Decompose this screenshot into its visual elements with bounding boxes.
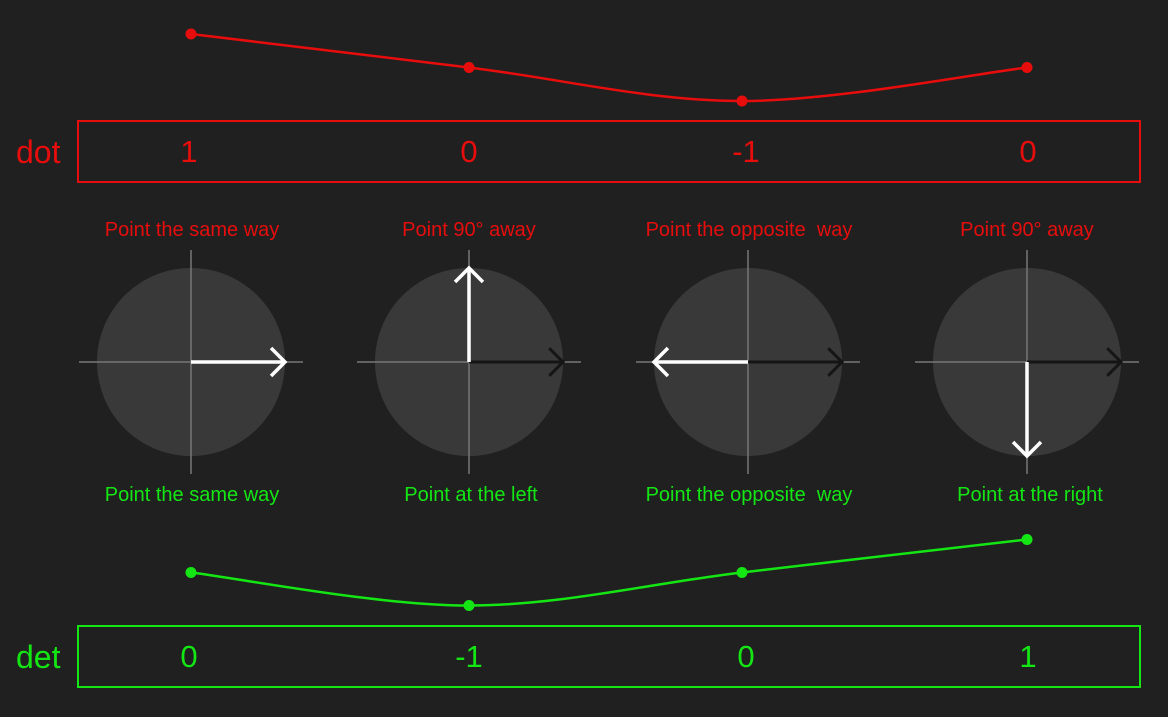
dot-value: -1	[732, 134, 760, 169]
det-value: 1	[1019, 639, 1036, 674]
det-caption: Point the opposite way	[646, 484, 853, 506]
dot-value: 0	[460, 134, 477, 169]
dot-value: 0	[1019, 134, 1036, 169]
dot-captions-row: Point the same way Point 90° away Point th…	[105, 219, 1094, 241]
reference-arrow-head	[827, 347, 845, 377]
reference-arrow-head	[1106, 347, 1124, 377]
det-values-row: 0 -1 0 1	[180, 639, 1036, 674]
det-caption: Point at the right	[957, 484, 1103, 506]
det-value: -1	[455, 639, 483, 674]
det-value: 0	[737, 639, 754, 674]
det-curve-point	[1021, 534, 1033, 545]
det-captions-row: Point the same way Point at the left Point…	[105, 484, 1104, 506]
dot-caption: Point the opposite way	[646, 219, 853, 241]
dot-curve-point	[1021, 62, 1033, 73]
det-values-box	[77, 625, 1141, 688]
dot-curve-point	[736, 95, 748, 107]
det-curve	[185, 534, 1033, 611]
reference-arrow-head	[548, 347, 566, 377]
det-curve-point	[185, 567, 197, 578]
dot-values-row: 1 0 -1 0	[180, 134, 1036, 169]
det-curve-point	[736, 567, 748, 578]
vector-arrow-head	[453, 265, 485, 284]
vector-arrow-head	[269, 346, 288, 378]
det-value: 0	[180, 639, 197, 674]
vector-arrow-head	[651, 346, 670, 378]
det-caption: Point the same way	[105, 484, 280, 506]
det-curve-line	[190, 538, 1028, 607]
det-caption: Point at the left	[404, 484, 538, 506]
dot-values-box	[77, 120, 1141, 183]
det-curve-point	[463, 600, 475, 611]
dot-curve-point	[463, 62, 475, 73]
dot-curve	[185, 28, 1033, 107]
dot-curve-line	[190, 32, 1028, 103]
dot-label: dot	[16, 134, 61, 170]
dot-caption: Point 90° away	[960, 219, 1094, 241]
dot-curve-point	[185, 28, 197, 40]
dot-caption: Point the same way	[105, 219, 280, 241]
dot-caption: Point 90° away	[402, 219, 536, 241]
vector-panel	[79, 250, 303, 474]
vector-arrow-head	[1011, 440, 1043, 459]
vector-panel	[357, 250, 581, 474]
dot-value: 1	[180, 134, 197, 169]
det-label: det	[16, 639, 61, 675]
vector-panel	[636, 250, 860, 474]
vector-panels	[79, 250, 1139, 474]
vector-panel	[915, 250, 1139, 474]
